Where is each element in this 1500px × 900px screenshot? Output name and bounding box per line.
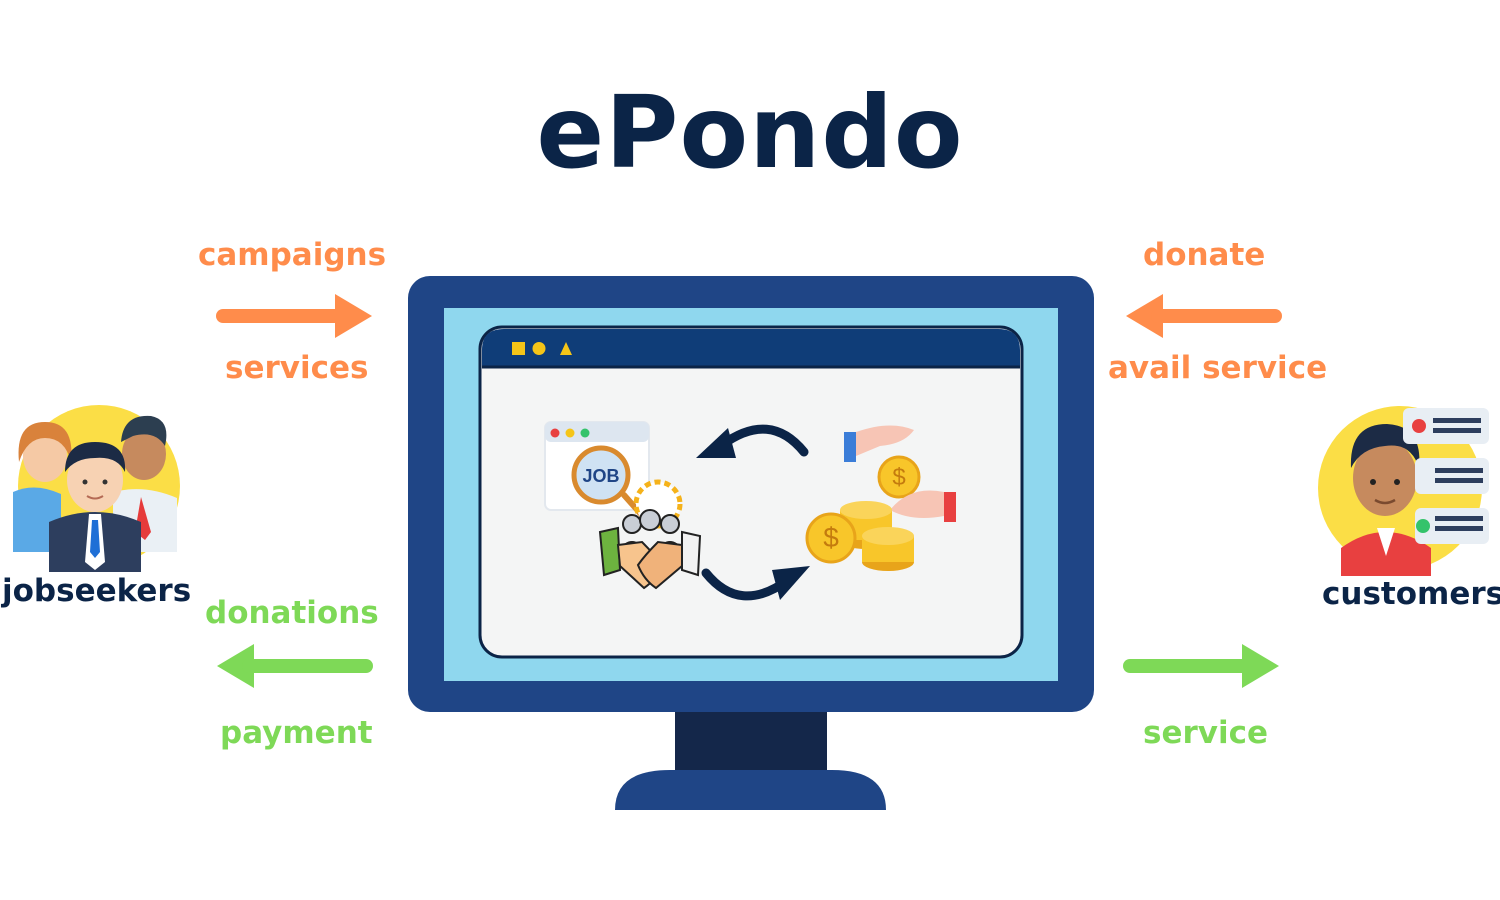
cycle-arrows-icon (696, 424, 810, 601)
arrow-right-green-icon (1123, 644, 1279, 688)
payment-label: payment (220, 715, 373, 751)
jobseekers-label: jobseekers (2, 573, 192, 609)
service-label: service (1143, 715, 1268, 751)
money-exchange-icon: $ $ (805, 425, 956, 571)
donations-label: donations (205, 595, 379, 631)
arrow-left-orange-icon (1126, 294, 1282, 338)
triangle-icon (560, 342, 572, 355)
arrow-left-green-icon (217, 644, 373, 688)
window-controls (512, 342, 572, 355)
svg-text:$: $ (823, 522, 839, 553)
services-label: services (225, 350, 369, 386)
campaigns-label: campaigns (198, 237, 387, 273)
handshake-team-icon (598, 479, 702, 590)
job-search-icon: JOB (544, 421, 650, 516)
avail-service-label: avail service (1108, 350, 1328, 386)
customer-icon (1318, 406, 1489, 576)
computer-monitor-icon: JOB $ $ (408, 276, 1094, 810)
arrow-right-orange-icon (216, 294, 372, 338)
square-icon (512, 342, 525, 355)
customers-label: customers (1322, 576, 1500, 612)
svg-text:$: $ (892, 464, 905, 491)
job-badge: JOB (582, 466, 619, 486)
page-title: ePondo (536, 74, 964, 191)
circle-icon (532, 342, 546, 355)
donate-label: donate (1143, 237, 1266, 273)
jobseekers-group-icon (13, 405, 180, 572)
